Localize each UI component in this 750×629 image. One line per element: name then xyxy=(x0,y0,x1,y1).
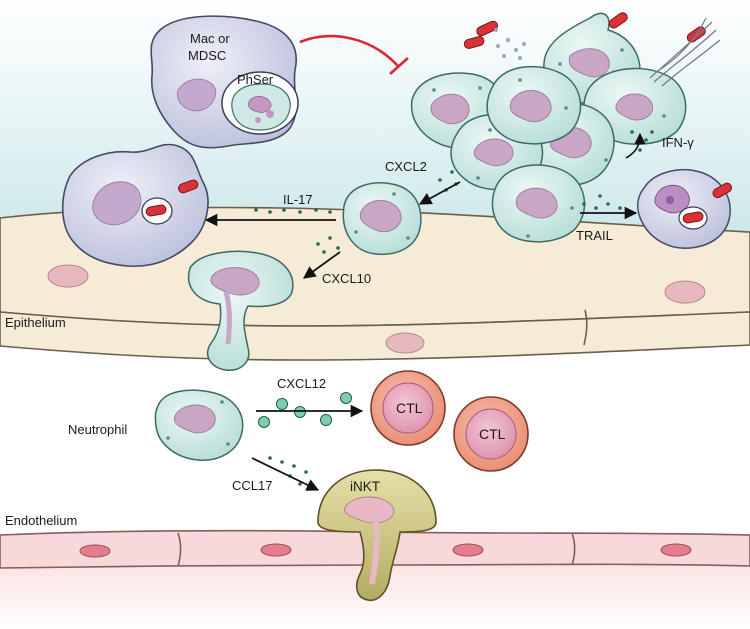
endothelial-nucleus xyxy=(260,543,292,557)
inhibition-arrow xyxy=(299,35,409,75)
epithelial-nucleus xyxy=(385,332,425,354)
ctl-label-2: CTL xyxy=(479,426,506,442)
bacterium xyxy=(712,182,733,199)
lumen-neutrophil xyxy=(342,182,422,256)
mac-mdsc-label-2: MDSC xyxy=(188,48,226,63)
epithelium-label: Epithelium xyxy=(5,315,66,330)
epithelial-nucleus xyxy=(47,264,89,288)
cxcl10-dots xyxy=(316,236,340,254)
endothelial-nucleus xyxy=(660,543,692,557)
bacterium xyxy=(463,36,485,49)
phser-label: PhSer xyxy=(237,72,274,87)
macrophage-mdsc-cell: Mac or MDSC PhSer xyxy=(150,15,299,149)
il17-chemokine-dots xyxy=(254,208,332,214)
ifn-gamma-label: IFN-γ xyxy=(662,135,694,150)
bacterium xyxy=(476,20,499,37)
bacterium xyxy=(682,211,704,224)
trail-dots xyxy=(582,194,622,210)
cxcl2-label: CXCL2 xyxy=(385,159,427,174)
bacterium xyxy=(608,12,628,29)
ctl-label-1: CTL xyxy=(396,400,423,416)
endothelial-nucleus xyxy=(79,544,111,558)
inkt-label: iNKT xyxy=(350,479,380,494)
ifn-gamma-signal: IFN-γ xyxy=(625,130,694,159)
bacterium xyxy=(145,204,167,217)
net-strands xyxy=(649,17,721,87)
transmigrating-neutrophil xyxy=(187,250,294,371)
infected-target-cell xyxy=(637,169,733,249)
cxcl2-arrow xyxy=(418,181,461,205)
ctl-cell: CTL xyxy=(453,396,529,472)
tissue-neutrophil xyxy=(154,389,244,461)
cxcl12-label: CXCL12 xyxy=(277,376,326,391)
ccl17-arrow xyxy=(251,457,320,491)
mac-mdsc-label-1: Mac or xyxy=(190,31,230,46)
bacterium xyxy=(178,179,199,194)
ctl-cell: CTL xyxy=(370,370,446,446)
il17-label: IL-17 xyxy=(283,192,313,207)
neutrophil-cluster xyxy=(410,12,687,243)
trail-label: TRAIL xyxy=(576,228,613,243)
ccl17-label: CCL17 xyxy=(232,478,272,493)
neutrophil-label: Neutrophil xyxy=(68,422,127,437)
cxcl12-granules xyxy=(258,392,352,428)
endothelial-nucleus xyxy=(452,543,484,557)
cxcl10-arrow xyxy=(302,251,341,279)
left-macrophage xyxy=(61,143,209,268)
cxcl10-label: CXCL10 xyxy=(322,271,371,286)
inkt-cell: iNKT xyxy=(317,469,437,601)
endothelium-label: Endothelium xyxy=(5,513,77,528)
epithelial-nucleus xyxy=(664,280,706,304)
